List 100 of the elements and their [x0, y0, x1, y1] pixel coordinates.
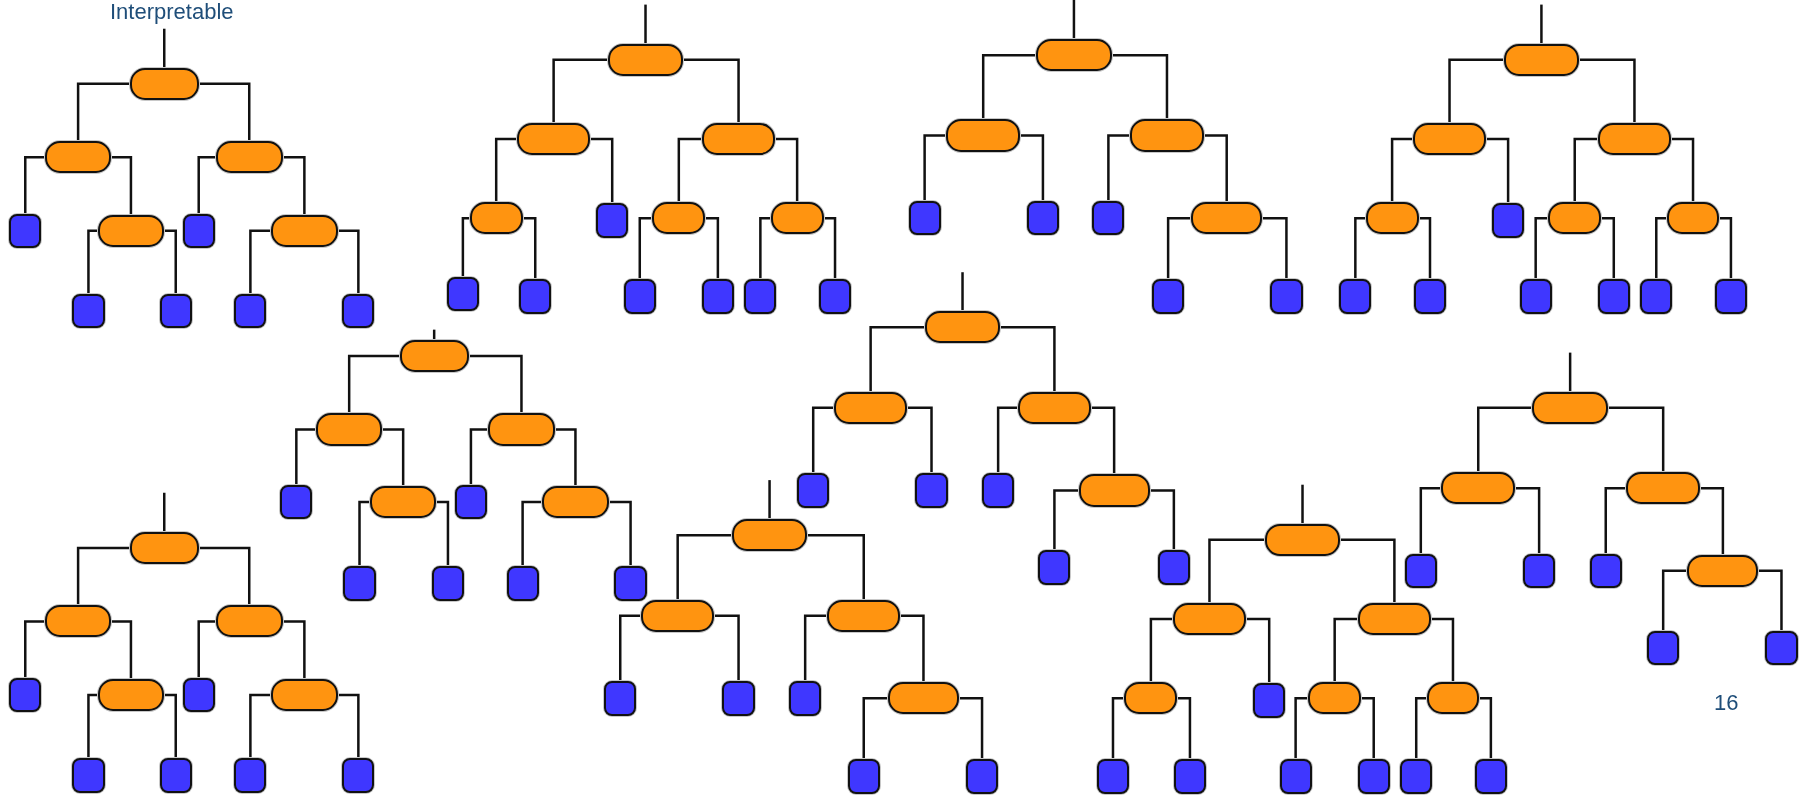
leaf-node [234, 758, 267, 793]
connector-line [469, 428, 489, 485]
connector-line [608, 500, 632, 567]
decision-node [1365, 202, 1419, 235]
connector-line [282, 620, 306, 679]
connector-line [811, 406, 834, 474]
connector-line [295, 428, 316, 485]
connector-line [1699, 486, 1725, 555]
leaf-node [701, 279, 734, 314]
decision-node [1191, 202, 1263, 235]
leaf-node [722, 681, 755, 716]
connector-line [249, 229, 272, 295]
connector-line [1448, 58, 1504, 123]
connector-line [923, 134, 947, 201]
connector-line [1431, 617, 1455, 683]
connector-line [347, 354, 400, 414]
leaf-node [1714, 279, 1747, 314]
slide-title: Interpretable [110, 0, 234, 24]
decision-node [1264, 523, 1341, 556]
decision-node [1503, 43, 1580, 76]
connector-line [869, 326, 925, 392]
connector-line [282, 156, 306, 215]
decision-node [1441, 472, 1515, 505]
page-number: 16 [1714, 689, 1739, 717]
connector-line [759, 217, 771, 280]
connector-line [197, 156, 216, 214]
leaf-node [72, 758, 105, 793]
decision-node [271, 214, 338, 247]
decision-node [542, 485, 609, 518]
decision-node [399, 340, 469, 373]
connector-line [1604, 486, 1627, 554]
connector-line [823, 217, 837, 280]
leaf-node [9, 677, 42, 713]
leaf-node [454, 484, 487, 520]
connector-line [111, 156, 133, 215]
decision-node [215, 141, 283, 174]
decision-node [369, 485, 437, 518]
connector-line [676, 534, 732, 600]
connector-line [1534, 217, 1549, 280]
connector-line [1166, 217, 1192, 280]
decision-node [516, 122, 591, 156]
connector-line [1208, 538, 1265, 603]
connector-line [1111, 53, 1169, 120]
leaf-node [1173, 759, 1206, 794]
decision-node [1036, 39, 1112, 72]
decision-node [97, 214, 165, 247]
connector-line [996, 406, 1018, 474]
connector-line [76, 546, 130, 606]
connector-line [1301, 484, 1304, 524]
leaf-node [1253, 683, 1286, 718]
leaf-node [446, 276, 479, 312]
leaf-node [234, 294, 267, 329]
connector-line [775, 137, 799, 203]
connector-line [1149, 617, 1173, 683]
connector-line [981, 53, 1037, 120]
decision-node [1017, 391, 1092, 424]
connector-line [87, 693, 98, 759]
connector-line [1000, 326, 1056, 392]
leaf-node [9, 213, 42, 249]
connector-line [382, 428, 405, 486]
connector-line [197, 620, 216, 678]
connector-line [249, 693, 272, 759]
connector-line [1019, 134, 1045, 201]
leaf-node [1026, 201, 1059, 236]
decision-node [1626, 472, 1700, 505]
decision-node [215, 605, 283, 638]
connector-line [683, 58, 740, 123]
decision-node [652, 202, 706, 235]
connector-line [803, 614, 827, 682]
connector-line [1053, 489, 1079, 551]
leaf-node [1096, 759, 1130, 794]
connector-line [436, 500, 450, 567]
connector-line [1294, 697, 1309, 760]
leaf-node [915, 473, 948, 508]
leaf-node [1357, 759, 1390, 794]
connector-line [1203, 134, 1228, 203]
decision-node [607, 43, 684, 76]
leaf-node [1400, 759, 1433, 794]
connector-line [1419, 486, 1442, 554]
decision-node [1172, 603, 1247, 636]
connector-line [1486, 137, 1510, 204]
connector-line [1661, 569, 1688, 631]
leaf-node [182, 677, 215, 713]
connector-line [961, 272, 964, 312]
connector-line [1177, 697, 1192, 760]
decision-node [1124, 682, 1178, 715]
leaf-node [159, 294, 192, 329]
leaf-node [908, 201, 941, 236]
connector-line [1107, 134, 1131, 201]
decision-node [1308, 682, 1362, 715]
leaf-node [1597, 279, 1630, 314]
leaf-node [280, 484, 313, 520]
leaf-node [623, 279, 656, 314]
connector-line [677, 137, 702, 203]
leaf-node [1152, 279, 1185, 314]
decision-node [1532, 391, 1608, 424]
connector-line [1262, 217, 1288, 280]
leaf-node [342, 294, 375, 329]
connector-line [900, 614, 925, 683]
connector-line [552, 58, 608, 123]
